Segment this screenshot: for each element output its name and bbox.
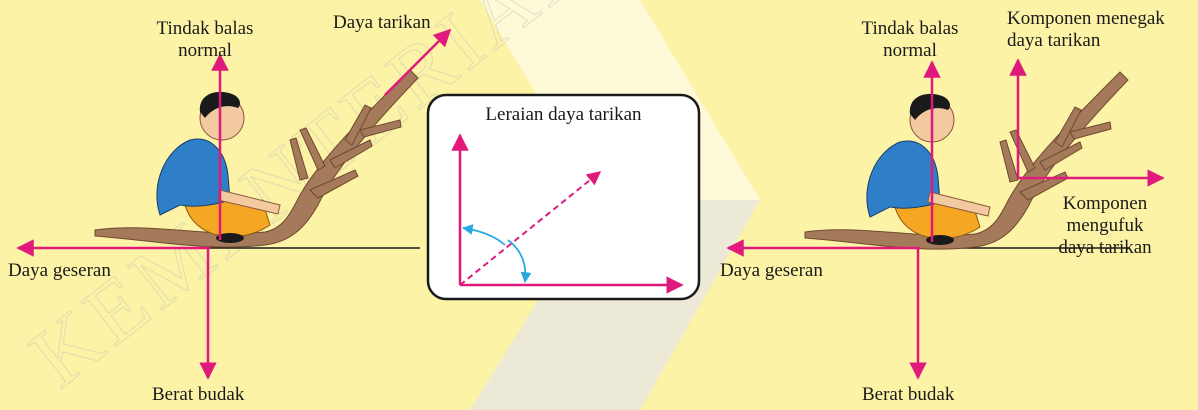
right-vertical-component-label: Komponen menegak daya tarikan bbox=[1007, 8, 1165, 52]
right-child-figure bbox=[867, 94, 990, 245]
left-friction-label: Daya geseran bbox=[8, 260, 111, 282]
left-pull-force-label: Daya tarikan bbox=[333, 12, 431, 34]
right-weight-label: Berat budak bbox=[862, 384, 954, 406]
left-normal-reaction-label: Tindak balas normal bbox=[135, 18, 275, 62]
panel-title: Leraian daya tarikan bbox=[428, 104, 699, 126]
right-normal-reaction-label: Tindak balas normal bbox=[840, 18, 980, 62]
right-horizontal-component-label: Komponen mengufuk daya tarikan bbox=[1020, 193, 1190, 259]
left-weight-label: Berat budak bbox=[152, 384, 244, 406]
right-friction-label: Daya geseran bbox=[720, 260, 823, 282]
